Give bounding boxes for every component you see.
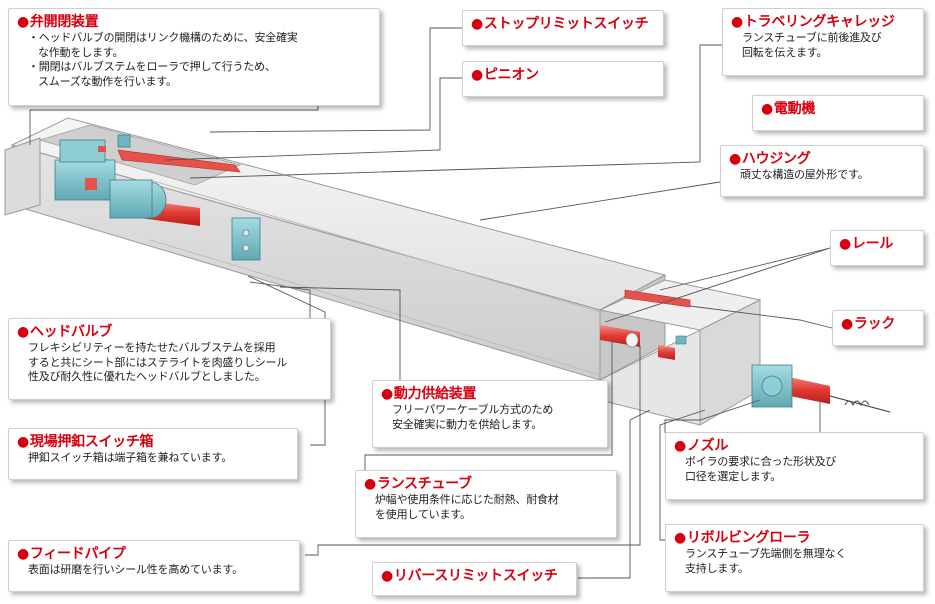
valve-mechanism-line-2: な作動をします。 bbox=[38, 45, 124, 59]
callout-switch-box: 現場押釦スイッチ箱 押釦スイッチ箱は端子箱を兼ねています。 bbox=[8, 428, 298, 480]
feed-pipe-title: フィードパイプ bbox=[17, 546, 291, 563]
switch-box-title: 現場押釦スイッチ箱 bbox=[17, 434, 289, 451]
callout-nozzle: ノズル ボイラの要求に合った形状及び 口径を選定します。 bbox=[665, 432, 924, 500]
rail-title: レール bbox=[839, 236, 915, 253]
rack-teal-part bbox=[675, 335, 687, 345]
traveling-carriage-line-2: 回転を伝えます。 bbox=[742, 45, 828, 59]
revolving-roller-line-1: ランスチューブ先端側を無理なく bbox=[685, 547, 847, 560]
valve-mechanism-line-3: ・開閉はバルブステムをローラで押して行うため、 bbox=[28, 60, 276, 73]
callout-feed-pipe: フィードパイプ 表面は研磨を行いシール性を高めています。 bbox=[8, 540, 300, 592]
traveling-carriage-title: トラベリングキャレッジ bbox=[731, 14, 915, 31]
lance-extension bbox=[829, 395, 891, 413]
nozzle-title: ノズル bbox=[674, 438, 915, 455]
revolving-roller-line-2: 支持します。 bbox=[685, 561, 749, 575]
motor-title: 電動機 bbox=[761, 101, 915, 118]
revolving-roller-title: リボルビングローラ bbox=[674, 530, 915, 547]
head-valve-line-1: フレキシビリティーを持たせたバルブステムを採用 bbox=[28, 341, 276, 354]
head-valve-title: ヘッドバルブ bbox=[17, 324, 322, 341]
nozzle-line-1: ボイラの要求に合った形状及び bbox=[685, 455, 837, 468]
stop-limit-switch-title: ストップリミットスイッチ bbox=[471, 16, 655, 33]
callout-lance-tube: ランスチューブ 炉幅や使用条件に応じた耐熱、耐食材 を使用しています。 bbox=[355, 470, 617, 538]
rack-title: ラック bbox=[841, 316, 915, 333]
feed-pipe-line-1: 表面は研磨を行いシール性を高めています。 bbox=[28, 563, 243, 576]
valve-mechanism-title: 弁開閉装置 bbox=[17, 14, 371, 31]
switch-box-unit bbox=[231, 217, 261, 261]
nozzle-line-2: 口径を選定します。 bbox=[685, 469, 782, 483]
head-valve-line-2: すると共にシート部にはステライトを肉盛りしシール bbox=[28, 355, 288, 369]
valve-mechanism-line-1: ・ヘッドバルブの開閉はリンク機構のために、安全確実 bbox=[28, 31, 298, 44]
callout-stop-limit-switch: ストップリミットスイッチ bbox=[462, 10, 664, 46]
lance-tube-title: ランスチューブ bbox=[364, 476, 608, 493]
traveling-carriage bbox=[54, 134, 167, 219]
traveling-carriage-line-1: ランスチューブに前後進及び bbox=[742, 31, 882, 44]
rack-bar-end bbox=[624, 289, 691, 308]
head-valve-line-3: 性及び耐久性に優れたヘッドバルブとしました。 bbox=[28, 370, 266, 383]
lance-tube-line-1: 炉幅や使用条件に応じた耐熱、耐食材 bbox=[375, 493, 559, 506]
callout-revolving-roller: リボルビングローラ ランスチューブ先端側を無理なく 支持します。 bbox=[665, 524, 924, 592]
power-supply-line-2: 安全確実に動力を供給します。 bbox=[392, 417, 543, 431]
housing-title: ハウジング bbox=[729, 151, 915, 168]
power-supply-title: 動力供給装置 bbox=[381, 386, 599, 403]
callout-valve-mechanism: 弁開閉装置 ・ヘッドバルブの開閉はリンク機構のために、安全確実 な作動をします。… bbox=[8, 8, 380, 106]
callout-head-valve: ヘッドバルブ フレキシビリティーを持たせたバルブステムを採用 すると共にシート部… bbox=[8, 318, 331, 400]
housing-line-1: 頑丈な構造の屋外形です。 bbox=[740, 168, 869, 181]
rack-bar bbox=[117, 149, 241, 173]
valve-mechanism-line-4: スムーズな動作を行います。 bbox=[38, 74, 177, 88]
callout-reverse-limit-switch: リバースリミットスイッチ bbox=[372, 562, 577, 596]
lance-tube-line-2: を使用しています。 bbox=[375, 507, 471, 521]
switch-box-line-1: 押釦スイッチ箱は端子箱を兼ねています。 bbox=[28, 451, 233, 464]
callout-rack: ラック bbox=[832, 310, 924, 346]
callout-pinion: ピニオン bbox=[462, 61, 664, 97]
callout-power-supply: 動力供給装置 フリーパワーケーブル方式のため 安全確実に動力を供給します。 bbox=[372, 380, 608, 448]
callout-traveling-carriage: トラベリングキャレッジ ランスチューブに前後進及び 回転を伝えます。 bbox=[722, 8, 924, 76]
pinion-title: ピニオン bbox=[471, 67, 655, 84]
callout-rail: レール bbox=[830, 230, 924, 266]
power-supply-line-1: フリーパワーケーブル方式のため bbox=[392, 403, 554, 416]
callout-housing: ハウジング 頑丈な構造の屋外形です。 bbox=[720, 145, 924, 197]
callout-motor: 電動機 bbox=[752, 95, 924, 131]
reverse-limit-switch-title: リバースリミットスイッチ bbox=[381, 568, 568, 585]
